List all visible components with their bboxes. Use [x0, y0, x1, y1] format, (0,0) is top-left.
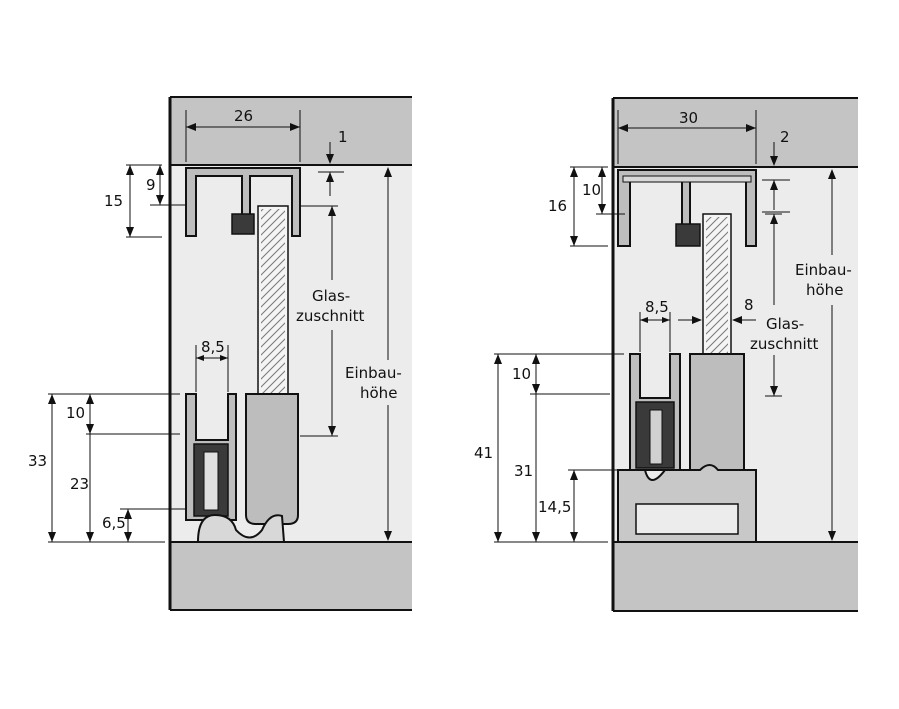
left-dim-bottom-width: 8,5: [201, 338, 225, 356]
left-install-label-2: höhe: [360, 384, 397, 402]
left-floor: [170, 542, 412, 610]
right-ceiling: [613, 98, 858, 167]
left-glass-label-2: zuschnitt: [296, 307, 365, 325]
left-top-guide-block: [231, 213, 255, 235]
right-dim-bottom-mid: 31: [514, 462, 533, 480]
right-dim-glass-thickness: 8: [744, 296, 754, 314]
left-glass-label-1: Glas-: [312, 287, 350, 305]
right-glass-label-1: Glas-: [766, 315, 804, 333]
right-dim-top-height: 16: [548, 197, 567, 215]
right-dim-bottom-total: 41: [474, 444, 493, 462]
right-glass-label-2: zuschnitt: [750, 335, 819, 353]
left-floor-track: [196, 513, 286, 543]
right-glass-holder: [689, 353, 745, 471]
right-dim-top-inner: 10: [582, 181, 601, 199]
left-dim-bottom-top: 10: [66, 404, 85, 422]
right-floor: [613, 542, 858, 611]
left-dim-top-inner: 9: [146, 176, 156, 194]
right-dim-bottom-width: 8,5: [645, 298, 669, 316]
left-dim-top-gap: 1: [338, 128, 348, 146]
left-install-label-1: Einbau-: [345, 364, 402, 382]
right-dim-top-gap: 2: [780, 128, 790, 146]
left-dim-top-height: 15: [104, 192, 123, 210]
right-install-label-1: Einbau-: [795, 261, 852, 279]
right-top-guide-block: [675, 223, 701, 247]
left-dim-bottom-mid: 23: [70, 475, 89, 493]
left-ceiling: [170, 97, 412, 165]
right-dim-bottom-low: 14,5: [538, 498, 571, 516]
right-dim-top-width: 30: [679, 109, 698, 127]
left-dim-top-width: 26: [234, 107, 253, 125]
left-dim-bottom-low: 6,5: [102, 514, 126, 532]
right-dim-bottom-top: 10: [512, 365, 531, 383]
left-glass-holder: [245, 393, 299, 525]
left-assembly: 26 1 15 9 Glas- zuschnitt: [28, 96, 412, 611]
left-dim-bottom-total: 33: [28, 452, 47, 470]
right-install-label-2: höhe: [806, 281, 843, 299]
right-assembly: 30 2 16 10 Einbau- höhe 8,: [474, 97, 858, 612]
